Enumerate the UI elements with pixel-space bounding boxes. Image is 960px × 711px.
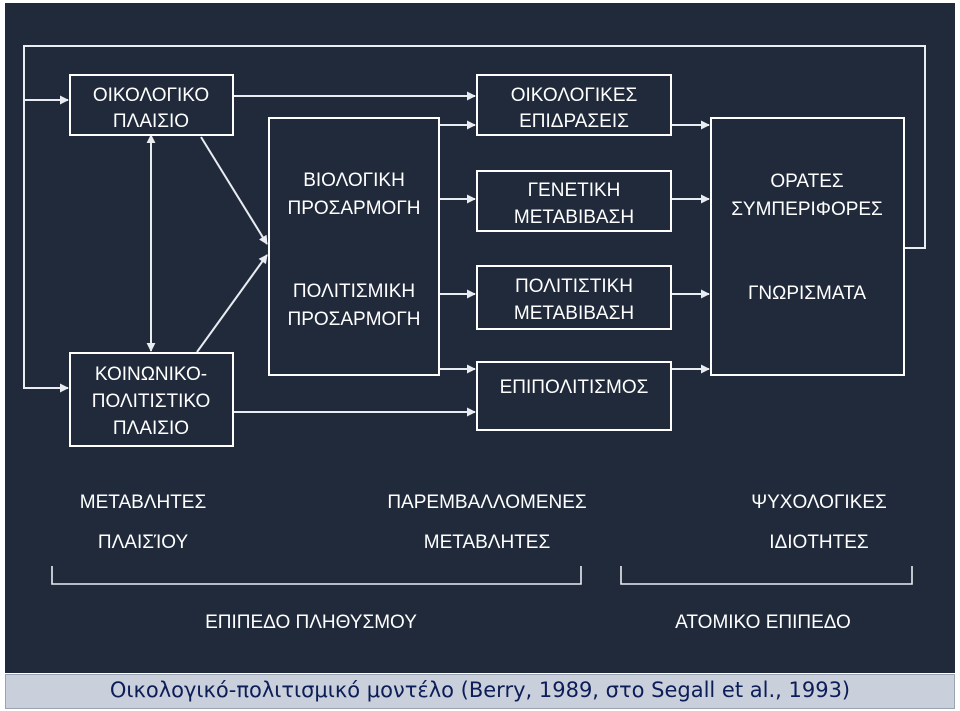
box-cultural-transmission: ΠΟΛΙΤΙΣΤΙΚΗ ΜΕΤΑΒΙΒΑΣΗ bbox=[476, 265, 672, 330]
ecological-context-line-1: ΟΙΚΟΛΟΓΙΚΟ bbox=[93, 85, 209, 106]
box-ecological-context: ΟΙΚΟΛΟΓΙΚΟ ΠΛΑΙΣΙΟ bbox=[69, 74, 234, 136]
box-sociopolitical-context: ΚΟΙΝΩΝΙΚΟ- ΠΟΛΙΤΙΣΤΙΚΟ ΠΛΑΙΣΙΟ bbox=[69, 352, 234, 447]
box-psychological-outcomes: ΟΡΑΤΕΣ ΣΥΜΠΕΡΙΦΟΡΕΣ ΓΝΩΡΙΣΜΑΤΑ bbox=[710, 117, 905, 376]
ecological-context-line-2: ΠΛΑΙΣΙΟ bbox=[113, 111, 189, 132]
box-genetic-transmission: ΓΕΝΕΤΙΚΗ ΜΕΤΑΒΙΒΑΣΗ bbox=[476, 170, 672, 232]
observable-behaviours-line-1: ΟΡΑΤΕΣ bbox=[770, 171, 843, 192]
box-adaptation: ΒΙΟΛΟΓΙΚΗ ΠΡΟΣΑΡΜΟΓΗ ΠΟΛΙΤΙΣΜΙΚΗ ΠΡΟΣΑΡΜ… bbox=[268, 117, 440, 376]
individual-level-label: ΑΤΟΜΙΚΟ ΕΠΙΠΕΔΟ bbox=[675, 612, 851, 633]
box-ecological-influences: ΟΙΚΟΛΟΓΙΚΕΣ ΕΠΙΔΡΑΣΕΙΣ bbox=[476, 74, 672, 136]
observable-behaviours-line-2: ΣΥΜΠΕΡΙΦΟΡΕΣ bbox=[731, 199, 883, 220]
psychological-traits-line-2: ΙΔΙΟΤΗΤΕΣ bbox=[769, 532, 868, 553]
diagram-panel: ΟΙΚΟΛΟΓΙΚΟ ΠΛΑΙΣΙΟ ΚΟΙΝΩΝΙΚΟ- ΠΟΛΙΤΙΣΤΙΚ… bbox=[5, 3, 955, 673]
intervening-variables-line-2: ΜΕΤΑΒΛΗΤΕΣ bbox=[424, 532, 550, 553]
psychological-traits-line-1: ΨΥΧΟΛΟΓΙΚΕΣ bbox=[751, 492, 887, 513]
connectors bbox=[23, 45, 926, 417]
population-level-bracket bbox=[51, 566, 582, 585]
cultural-adaptation-line-2: ΠΡΟΣΑΡΜΟΓΗ bbox=[287, 309, 420, 330]
sociopolitical-context-line-3: ΠΛΑΙΣΙΟ bbox=[113, 418, 189, 439]
acculturation-label: ΕΠΙΠΟΛΙΤΙΣΜΟΣ bbox=[500, 377, 649, 398]
context-variables-line-1: ΜΕΤΑΒΛΗΤΕΣ bbox=[80, 492, 206, 513]
context-variables-line-2: ΠΛΑΙΣΊΟΥ bbox=[98, 532, 189, 553]
sociopolitical-to-adaptation-arrow bbox=[196, 254, 268, 353]
genetic-transmission-line-2: ΜΕΤΑΒΙΒΑΣΗ bbox=[514, 207, 634, 228]
sociopolitical-context-line-2: ΠΟΛΙΤΙΣΤΙΚΟ bbox=[92, 391, 211, 412]
column-labels: ΜΕΤΑΒΛΗΤΕΣ ΠΛΑΙΣΊΟΥ ΠΑΡΕΜΒΑΛΛΟΜΕΝΕΣ ΜΕΤΑ… bbox=[80, 492, 887, 553]
ecological-influences-line-2: ΕΠΙΔΡΑΣΕΙΣ bbox=[519, 111, 629, 132]
individual-level-bracket bbox=[620, 566, 913, 585]
cultural-transmission-line-2: ΜΕΤΑΒΙΒΑΣΗ bbox=[514, 303, 634, 324]
ecological-to-adaptation-arrow bbox=[200, 136, 268, 245]
level-brackets: ΕΠΙΠΕΔΟ ΠΛΗΘΥΣΜΟΥ ΑΤΟΜΙΚΟ ΕΠΙΠΕΔΟ bbox=[51, 566, 913, 633]
traits-label: ΓΝΩΡΙΣΜΑΤΑ bbox=[748, 283, 866, 304]
feedback-loop-line bbox=[23, 45, 926, 393]
cultural-adaptation-line-1: ΠΟΛΙΤΙΣΜΙΚΗ bbox=[293, 281, 415, 302]
eco-cultural-model-diagram: ΟΙΚΟΛΟΓΙΚΟ ΠΛΑΙΣΙΟ ΚΟΙΝΩΝΙΚΟ- ΠΟΛΙΤΙΣΤΙΚ… bbox=[23, 45, 926, 633]
ecological-influences-line-1: ΟΙΚΟΛΟΓΙΚΕΣ bbox=[511, 85, 638, 106]
genetic-transmission-line-1: ΓΕΝΕΤΙΚΗ bbox=[528, 180, 621, 201]
cultural-transmission-line-1: ΠΟΛΙΤΙΣΤΙΚΗ bbox=[515, 276, 633, 297]
intervening-variables-line-1: ΠΑΡΕΜΒΑΛΛΟΜΕΝΕΣ bbox=[387, 492, 586, 513]
biological-adaptation-line-2: ΠΡΟΣΑΡΜΟΓΗ bbox=[287, 198, 420, 219]
caption-bar: Οικολογικό-πολιτισμικό μοντέλο (Berry, 1… bbox=[5, 674, 955, 709]
sociopolitical-context-line-1: ΚΟΙΝΩΝΙΚΟ- bbox=[95, 364, 207, 385]
caption-text: Οικολογικό-πολιτισμικό μοντέλο (Berry, 1… bbox=[109, 678, 851, 702]
population-level-label: ΕΠΙΠΕΔΟ ΠΛΗΘΥΣΜΟΥ bbox=[205, 612, 417, 633]
box-acculturation: ΕΠΙΠΟΛΙΤΙΣΜΟΣ bbox=[476, 361, 672, 431]
biological-adaptation-line-1: ΒΙΟΛΟΓΙΚΗ bbox=[303, 170, 405, 191]
